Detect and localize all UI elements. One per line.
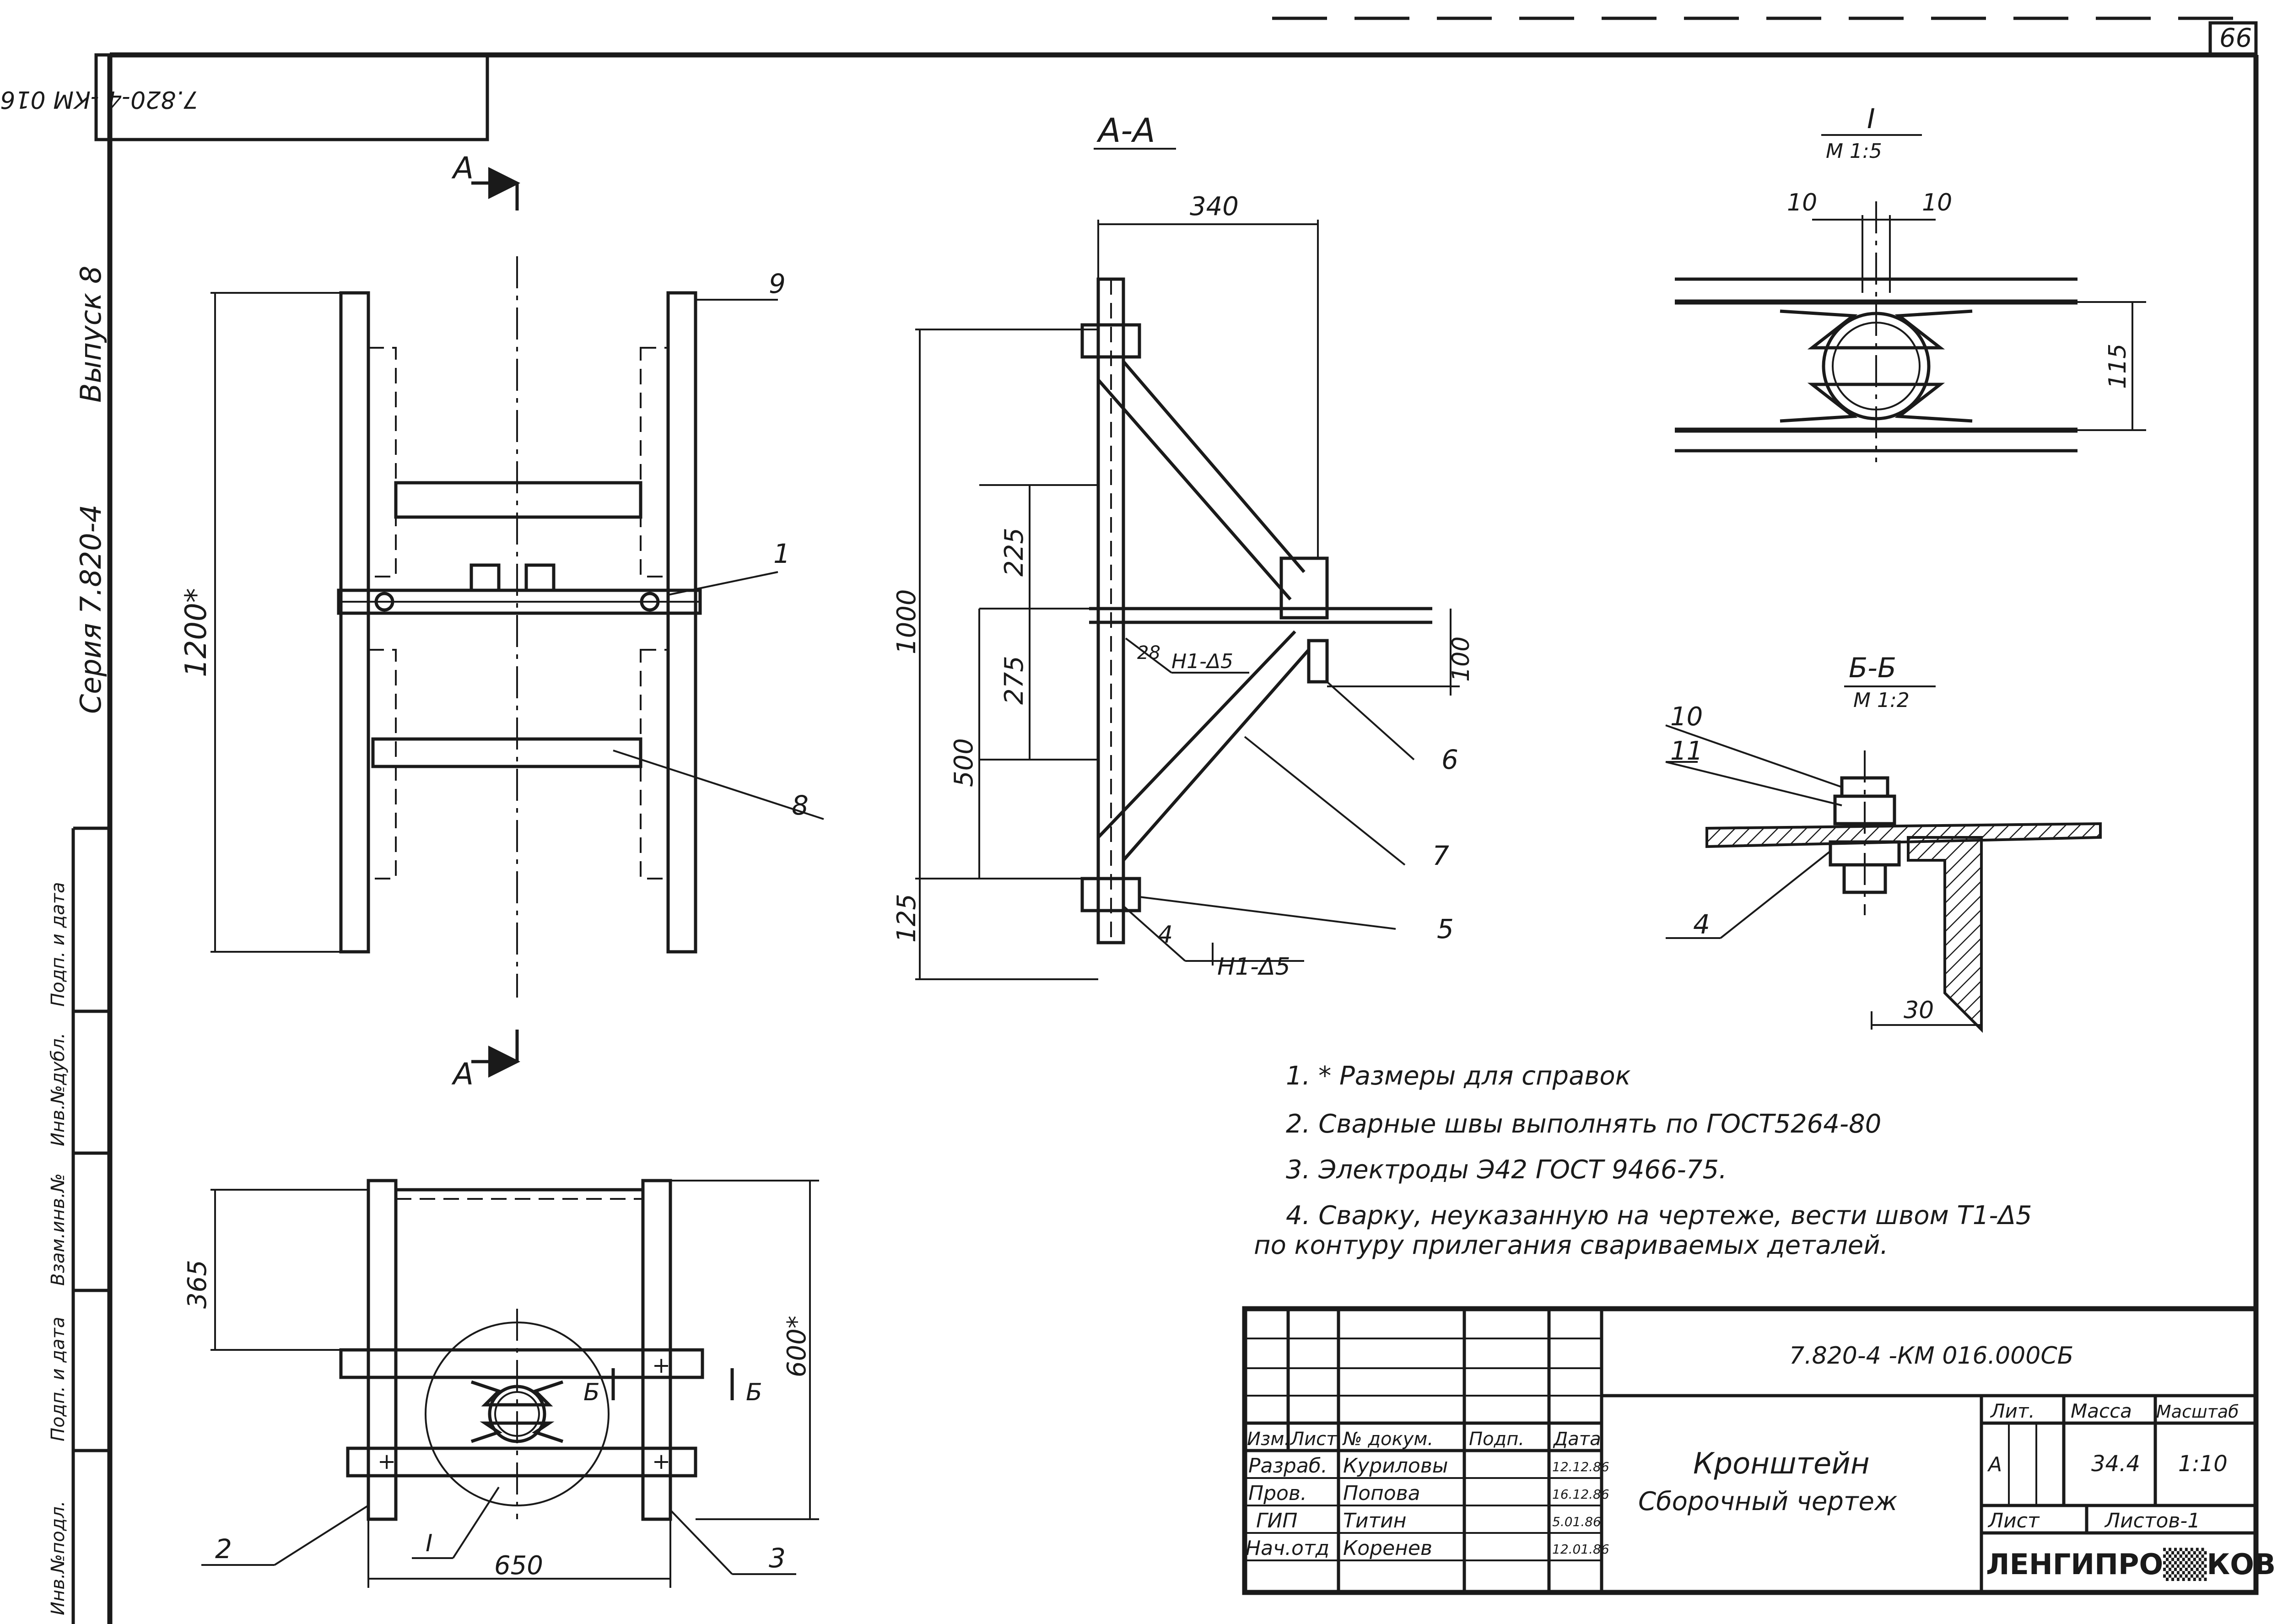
svg-text:+: + (378, 1449, 396, 1474)
note-4-cont: по контуру прилегания свариваемых детале… (1254, 1230, 1888, 1260)
tb-name-r3: Титин (1343, 1509, 1406, 1532)
stamp-podp-data-1: Подп. и дата (48, 1317, 69, 1441)
tb-scale: 1:10 (2178, 1451, 2228, 1477)
tb-lit-label: Лит. (1990, 1400, 2035, 1422)
weld-label-1: Н1-Δ5 (1171, 650, 1233, 673)
dim-115: 115 (2104, 344, 2132, 389)
tb-hdr-podp: Подп. (1469, 1429, 1524, 1450)
tb-name-r2: Попова (1343, 1482, 1420, 1505)
section-mark-a-bottom: А (451, 1057, 474, 1092)
callout-10: 10 (1670, 702, 1703, 732)
callout-1: 1 (773, 538, 790, 569)
tb-hdr-izm: Изм. (1247, 1429, 1290, 1450)
issue-label: Выпуск 8 (74, 266, 108, 403)
tb-hdr-date: Дата (1553, 1429, 1601, 1450)
tb-mass-label: Масса (2071, 1400, 2132, 1422)
series-label: Серия 7.820-4 (74, 505, 108, 714)
notes: 1. * Размеры для справок 2. Сварные швы … (1254, 1061, 2032, 1260)
rotated-code-box: 7.820-4 -КМ 016.000СБ (0, 53, 489, 141)
dim-10a: 10 (1787, 189, 1817, 216)
rotated-code: 7.820-4 -КМ 016.000СБ (0, 86, 199, 113)
tb-hdr-doc: № докум. (1342, 1429, 1433, 1450)
section-aa-title: А-А (1096, 111, 1155, 150)
dim-650: 650 (494, 1551, 543, 1581)
tb-date-r1: 12.12.86 (1552, 1459, 1609, 1474)
tb-hdr-list: Лист (1290, 1429, 1338, 1450)
stamp-inv-dubl: Инв.№дубл. (48, 1033, 69, 1146)
dim-225: 225 (999, 528, 1029, 577)
callout-3: 3 (769, 1543, 786, 1574)
tb-mass: 34.4 (2091, 1451, 2140, 1477)
tb-scale-label: Масштаб (2156, 1402, 2239, 1422)
dim-500: 500 (949, 738, 979, 787)
callout-8: 8 (792, 790, 809, 821)
tb-sheet-label: Лист (1987, 1509, 2040, 1532)
callout-5: 5 (1437, 913, 1454, 944)
dim-275: 275 (999, 656, 1029, 705)
stamp-vzam-inv: Взам.инв.№ (48, 1173, 69, 1286)
callout-11: 11 (1670, 736, 1703, 766)
detail-i-view (1675, 134, 2146, 462)
tb-role-4: Нач.отд (1246, 1537, 1329, 1560)
dim-340: 340 (1190, 192, 1239, 221)
callout-2: 2 (215, 1533, 232, 1565)
dim-28: 28 (1137, 642, 1160, 664)
dim-1200: 1200* (179, 588, 213, 677)
section-aa-view (915, 148, 1460, 980)
stamp-inv-podl: Инв.№подл. (48, 1500, 69, 1615)
section-bb-scale: М 1:2 (1853, 689, 1910, 712)
weld-label-2: Н1-Δ5 (1217, 953, 1290, 981)
dim-365: 365 (183, 1260, 212, 1309)
note-2: 2. Сварные швы выполнять по ГОСТ5264-80 (1286, 1109, 1881, 1139)
dim-125: 125 (892, 894, 922, 943)
callout-4b: 4 (1693, 909, 1710, 940)
dim-30: 30 (1904, 997, 1934, 1024)
detail-i-scale: М 1:5 (1826, 140, 1882, 163)
dim-100: 100 (1447, 637, 1475, 682)
note-3: 3. Электроды Э42 ГОСТ 9466-75. (1286, 1155, 1727, 1185)
section-mark-b-right: Б (746, 1379, 762, 1406)
detail-mark-i: I (426, 1530, 432, 1557)
plan-view: + + + (201, 1179, 819, 1588)
tb-role-2: Пров. (1248, 1482, 1307, 1505)
tb-code: 7.820-4 -КМ 016.000СБ (1789, 1342, 2073, 1370)
title-block (1242, 1306, 2259, 1595)
dim-1000: 1000 (892, 589, 922, 654)
section-mark-a-top: А (451, 151, 474, 186)
callout-9: 9 (769, 268, 786, 299)
tb-org: ЛЕНГИПРО▒▒КОВ (1986, 1548, 2276, 1581)
section-mark-b-left: Б (583, 1379, 600, 1406)
note-1: 1. * Размеры для справок (1286, 1061, 1631, 1091)
detail-i-title: I (1867, 103, 1875, 135)
svg-text:+: + (652, 1353, 670, 1378)
tb-role-3: ГИП (1256, 1509, 1298, 1532)
dim-600: 600* (782, 1316, 812, 1377)
section-bb-view (1665, 685, 2102, 1033)
callout-7: 7 (1432, 840, 1449, 871)
tb-date-r3: 5.01.86 (1552, 1514, 1601, 1529)
front-view (210, 167, 824, 1078)
note-4: 4. Сварку, неуказанную на чертеже, вести… (1286, 1201, 2032, 1230)
tb-name-r1: Куриловы (1343, 1454, 1448, 1478)
section-bb-title: Б-Б (1849, 652, 1896, 684)
tb-role-1: Разраб. (1248, 1454, 1327, 1478)
callout-4a: 4 (1158, 921, 1173, 949)
tb-sheets-label: Листов-1 (2104, 1509, 2200, 1532)
tb-name-2: Сборочный чертеж (1638, 1487, 1897, 1516)
callout-6: 6 (1441, 744, 1458, 775)
left-stamp-column (71, 826, 110, 1624)
dim-10b: 10 (1922, 189, 1952, 216)
svg-text:+: + (652, 1449, 670, 1474)
tb-name-r4: Коренев (1343, 1537, 1432, 1560)
tb-date-r4: 12.01.86 (1552, 1542, 1609, 1557)
tb-lit: А (1987, 1453, 2002, 1476)
stamp-podp-data-2: Подп. и дата (48, 882, 69, 1007)
sheet-number: 66 (2219, 23, 2252, 53)
tb-name-1: Кронштейн (1693, 1447, 1870, 1481)
tb-date-r2: 16.12.86 (1552, 1487, 1609, 1502)
